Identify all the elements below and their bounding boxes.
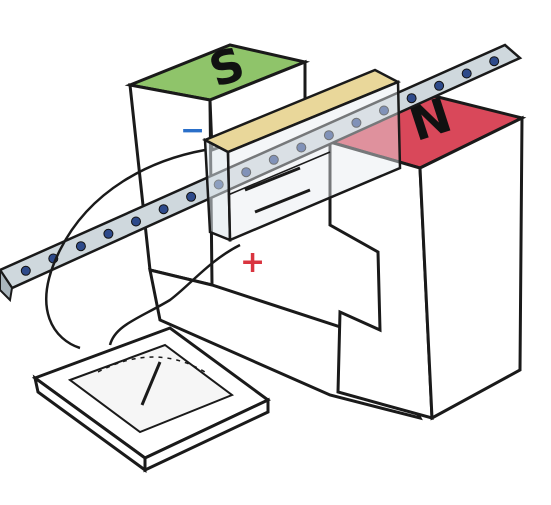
- meter-leads: [45, 148, 241, 350]
- meter-dial-window: [67, 343, 235, 434]
- electron-dot: [489, 56, 500, 67]
- electron-dot: [406, 93, 417, 104]
- electron-dot: [434, 80, 445, 91]
- electron-dot: [20, 265, 31, 276]
- electron-dot: [131, 216, 141, 227]
- electron-dot: [379, 105, 389, 116]
- electron-dot: [241, 167, 252, 178]
- meter-scale: [97, 356, 206, 373]
- electron-dot: [158, 204, 169, 215]
- meter-needle: [140, 361, 162, 406]
- electron-dot: [351, 117, 362, 128]
- sample-box: − +: [180, 68, 402, 280]
- negative-sign: −: [180, 113, 205, 148]
- charge-arrow-2: [254, 188, 311, 214]
- meter-side: [143, 397, 270, 473]
- charge-arrow-1: [244, 166, 301, 192]
- electron-dot: [461, 68, 472, 79]
- sample-side: [226, 80, 402, 242]
- voltmeter-icon: [31, 326, 271, 473]
- electron-dot: [323, 130, 334, 141]
- positive-lead: [108, 243, 241, 346]
- wire-strip: [0, 43, 523, 303]
- electron-dot: [75, 241, 86, 252]
- sample-front: [203, 137, 232, 242]
- positive-sign: +: [240, 245, 265, 280]
- north-arm-side: [418, 115, 524, 421]
- sample-inner-line: [227, 151, 331, 196]
- electron-dot: [186, 191, 197, 202]
- electron-dot: [103, 228, 114, 239]
- negative-lead: [45, 148, 206, 350]
- electron-dot: [296, 142, 307, 153]
- wire-edge: [0, 268, 14, 303]
- electron-dot: [268, 154, 279, 165]
